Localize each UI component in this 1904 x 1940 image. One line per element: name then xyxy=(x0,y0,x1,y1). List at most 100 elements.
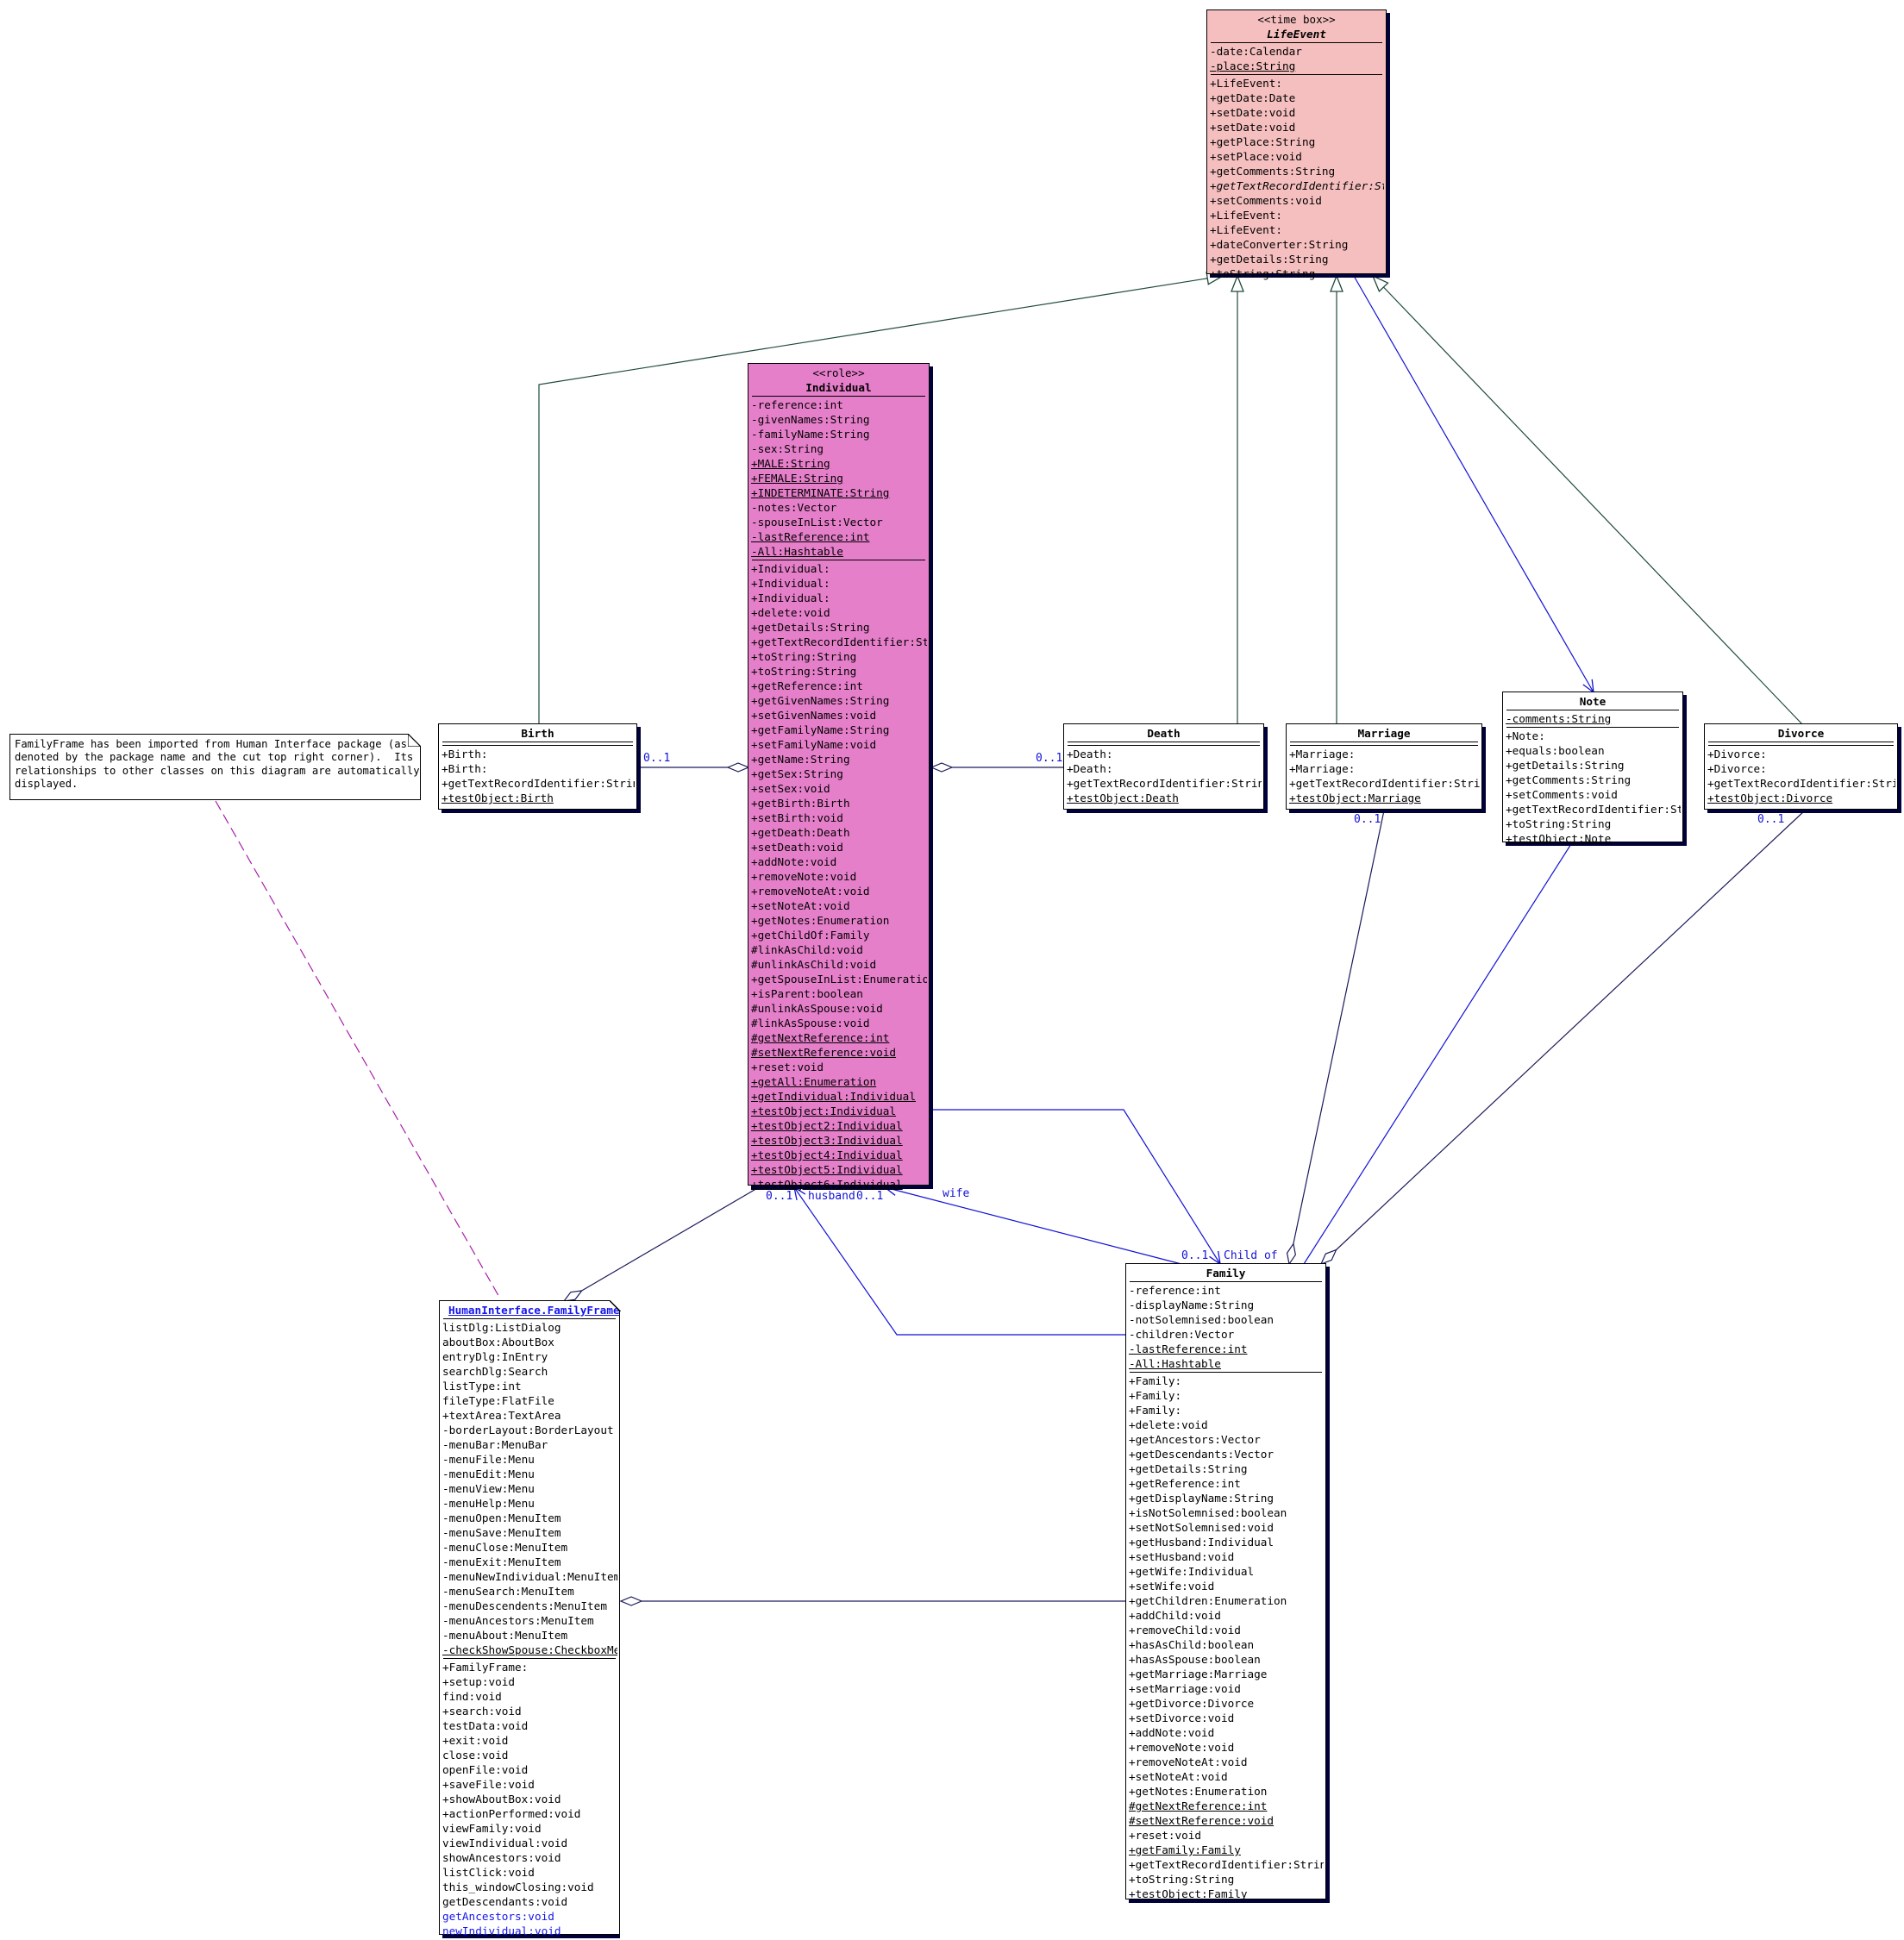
operation-row: #unlinkAsChild:void xyxy=(751,958,877,971)
attribute-row: +FEMALE:String xyxy=(751,472,843,485)
operation-row: +removeNoteAt:void xyxy=(751,885,870,898)
operation-row: +getFamily:Family xyxy=(1129,1843,1241,1856)
operation-row: +removeNoteAt:void xyxy=(1129,1755,1248,1768)
attribute-row: -menuNewIndividual:MenuItem xyxy=(442,1570,617,1583)
birth-multiplicity: 0..1 xyxy=(643,752,671,765)
operation-row: +setGivenNames:void xyxy=(751,709,877,722)
operation-row: +Individual: xyxy=(751,577,830,590)
birth-header: Birth xyxy=(439,724,636,742)
operation-row: +setComments:void xyxy=(1210,194,1322,207)
attribute-row: -notSolemnised:boolean xyxy=(1129,1313,1275,1326)
operation-row: +getDescendants:Vector xyxy=(1129,1448,1275,1461)
operation-row: +equals:boolean xyxy=(1506,744,1605,757)
familyframe-attributes: listDlg:ListDialog aboutBox:AboutBox ent… xyxy=(443,1318,616,1658)
operation-row: #unlinkAsSpouse:void xyxy=(751,1002,883,1015)
operation-row: +getGivenNames:String xyxy=(751,694,890,707)
death-operations: +Death:+Death:+getTextRecordIdentifier:S… xyxy=(1067,745,1262,806)
attribute-row: -menuAbout:MenuItem xyxy=(442,1629,568,1642)
operation-row: +setSex:void xyxy=(751,782,830,795)
divorce-header: Divorce xyxy=(1705,724,1897,742)
operation-row: getDescendants:void xyxy=(442,1895,568,1908)
operation-row: +getComments:String xyxy=(1506,773,1632,786)
operation-row: +getReference:int xyxy=(1129,1477,1241,1490)
operation-row: +getName:String xyxy=(751,753,850,766)
note-operations: +Note:+equals:boolean+getDetails:String+… xyxy=(1506,727,1681,847)
attribute-row: -menuHelp:Menu xyxy=(442,1497,535,1510)
operation-row: +setPlace:void xyxy=(1210,150,1302,163)
operation-row: +actionPerformed:void xyxy=(442,1807,581,1820)
marriage-family-aggregation xyxy=(1289,810,1385,1264)
individual-class[interactable]: <<role>>Individual-reference:int-givenNa… xyxy=(748,363,930,1191)
family-class-name: Family xyxy=(1206,1267,1246,1280)
lifeevent-class[interactable]: <<time box>>LifeEvent-date:Calendar-plac… xyxy=(1206,9,1387,280)
operation-row: +toString:String xyxy=(1210,267,1316,280)
operation-row: +Family: xyxy=(1129,1404,1182,1417)
operation-row: +Birth: xyxy=(442,762,488,775)
family-class[interactable]: Family-reference:int-displayName:String-… xyxy=(1125,1263,1326,1900)
operation-row: +hasAsChild:boolean xyxy=(1129,1638,1255,1651)
operation-row: viewFamily:void xyxy=(442,1822,542,1835)
operation-row: +getDetails:String xyxy=(1506,759,1625,772)
attribute-row: -menuOpen:MenuItem xyxy=(442,1511,561,1524)
attribute-row: +MALE:String xyxy=(751,457,830,470)
operation-row: +getChildOf:Family xyxy=(751,929,870,942)
operation-row: +getHusband:Individual xyxy=(1129,1536,1275,1549)
operation-row: #setNextReference:void xyxy=(1129,1814,1275,1827)
operation-row: +getChildren:Enumeration xyxy=(1129,1594,1287,1607)
operation-row: +LifeEvent: xyxy=(1210,77,1283,90)
individual-class-name: Individual xyxy=(805,381,872,394)
operation-row: +reset:void xyxy=(751,1061,824,1073)
operation-row: close:void xyxy=(442,1749,509,1762)
divorce-class[interactable]: Divorce+Divorce:+Divorce:+getTextRecordI… xyxy=(1704,723,1898,810)
attribute-row: -borderLayout:BorderLayout xyxy=(442,1424,614,1436)
operation-row: +setDivorce:void xyxy=(1129,1712,1235,1724)
operation-row: +addChild:void xyxy=(1129,1609,1221,1622)
operation-row: +isNotSolemnised:boolean xyxy=(1129,1506,1287,1519)
death-class[interactable]: Death+Death:+Death:+getTextRecordIdentif… xyxy=(1063,723,1264,810)
operation-row: +getPlace:String xyxy=(1210,135,1316,148)
birth-generalization-line xyxy=(538,276,1223,724)
operation-row: +FamilyFrame: xyxy=(442,1661,529,1674)
familyframe-header: HumanInterface.FamilyFrame xyxy=(440,1301,619,1318)
attribute-row: -menuAncestors:MenuItem xyxy=(442,1614,594,1627)
divorce-attributes xyxy=(1708,742,1894,745)
note-class[interactable]: Note-comments:String+Note:+equals:boolea… xyxy=(1502,692,1683,845)
operation-row: +getTextRecordIdentifier:String xyxy=(1129,1858,1324,1871)
marriage-class-name: Marriage xyxy=(1357,727,1411,740)
operation-row: +setNoteAt:void xyxy=(751,899,850,912)
divorce-class-name: Divorce xyxy=(1777,727,1825,740)
attribute-row: -comments:String xyxy=(1506,712,1612,725)
operation-row: +testObject:Divorce xyxy=(1707,792,1833,804)
operation-row: find:void xyxy=(442,1690,502,1703)
operation-row: +setHusband:void xyxy=(1129,1550,1235,1563)
operation-row: +setFamilyName:void xyxy=(751,738,877,751)
note-class-name: Note xyxy=(1579,695,1606,708)
husband-association-line xyxy=(794,1187,1126,1336)
death-attributes xyxy=(1068,742,1260,745)
attribute-row: -menuClose:MenuItem xyxy=(442,1541,568,1554)
birth-class[interactable]: Birth+Birth:+Birth:+getTextRecordIdentif… xyxy=(438,723,637,810)
note-family-association xyxy=(1303,809,1594,1265)
attribute-row: -familyName:String xyxy=(751,428,870,441)
operation-row: +reset:void xyxy=(1129,1829,1202,1842)
marriage-class[interactable]: Marriage+Marriage:+Marriage:+getTextReco… xyxy=(1286,723,1482,810)
family-attributes: -reference:int-displayName:String-notSol… xyxy=(1129,1281,1322,1372)
attribute-row: -date:Calendar xyxy=(1210,45,1302,58)
operation-row: +saveFile:void xyxy=(442,1778,535,1791)
operation-row: +Marriage: xyxy=(1289,748,1356,760)
operation-row: +getTextRecordIdentifier:String xyxy=(1210,179,1384,192)
operation-row: +getDisplayName:String xyxy=(1129,1492,1275,1505)
operation-row: +getMarriage:Marriage xyxy=(1129,1668,1268,1680)
attribute-row: -All:Hashtable xyxy=(1129,1357,1221,1370)
operation-row: +getBirth:Birth xyxy=(751,797,850,810)
operation-row: +exit:void xyxy=(442,1734,509,1747)
operation-row: +setDeath:void xyxy=(751,841,843,854)
operation-row: +delete:void xyxy=(751,606,830,619)
lifeevent-header: <<time box>>LifeEvent xyxy=(1207,10,1386,42)
attribute-row: -menuEdit:Menu xyxy=(442,1468,535,1480)
familyframe-class[interactable]: HumanInterface.FamilyFrame listDlg:ListD… xyxy=(439,1300,620,1935)
attribute-row: -lastReference:int xyxy=(751,530,870,543)
operation-row: +isParent:boolean xyxy=(751,987,863,1000)
